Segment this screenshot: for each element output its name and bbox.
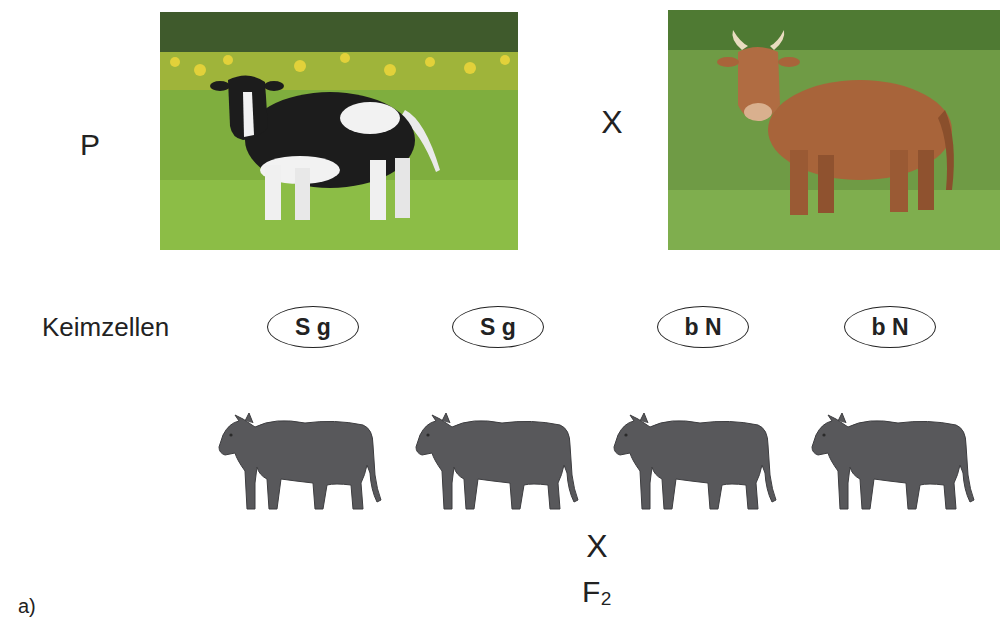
cross-symbol: X <box>586 530 607 562</box>
bull-silhouette <box>614 413 776 509</box>
gamete-alleles: b N <box>684 316 721 339</box>
brown-cow-photo <box>668 10 1000 250</box>
row-label: Keimzellen <box>42 314 169 340</box>
gamete-ellipse: b N <box>844 306 936 348</box>
bull-silhouette <box>219 413 381 509</box>
generation-label: P <box>80 130 100 160</box>
gamete-alleles: S g <box>295 316 331 339</box>
gamete-alleles: S g <box>480 316 516 339</box>
bull-silhouette <box>416 413 578 509</box>
bull-silhouette <box>812 413 974 509</box>
cross-symbol: X <box>601 106 622 138</box>
holstein-photo <box>160 12 518 250</box>
generation-label: F₂ <box>582 577 612 607</box>
gamete-alleles: b N <box>871 316 908 339</box>
gamete-ellipse: S g <box>452 306 544 348</box>
gamete-ellipse: b N <box>657 306 749 348</box>
gamete-ellipse: S g <box>267 306 359 348</box>
part-label: a) <box>18 596 36 616</box>
